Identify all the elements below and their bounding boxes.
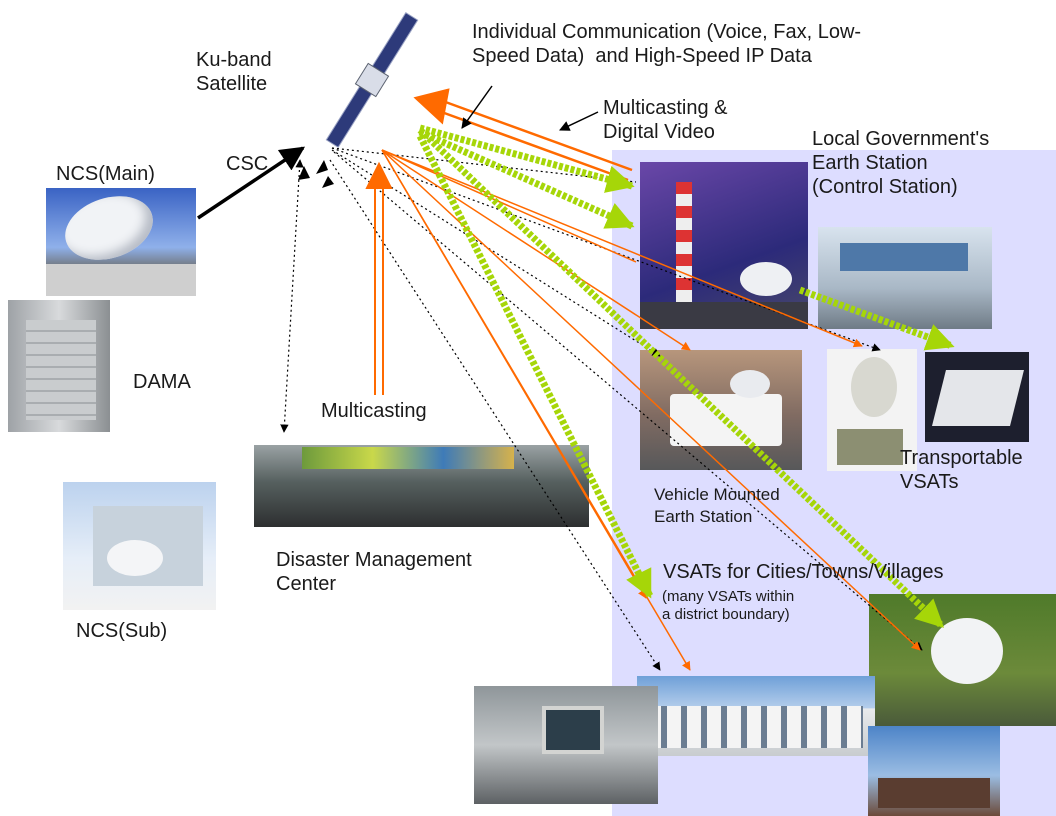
ncs-main-label: NCS(Main) — [56, 163, 155, 185]
control-to-satellite-arrow — [413, 88, 633, 182]
dama-label: DAMA — [133, 371, 191, 393]
csc-label: CSC — [226, 153, 269, 175]
control-station-tower-photo — [640, 162, 808, 329]
local-government-label: Local Government's Earth Station (Contro… — [812, 128, 990, 198]
disaster-center-photo — [254, 445, 589, 527]
ncs-sub-building-photo — [63, 482, 216, 610]
green-links — [416, 124, 955, 629]
ncs-sub-label: NCS(Sub) — [76, 620, 168, 642]
multicasting-label: Multicasting — [321, 400, 427, 422]
dama-equipment-photo — [8, 300, 110, 432]
transportable-vsats-label: Transportable VSATs — [900, 447, 1023, 493]
town-office-building-photo — [637, 676, 875, 756]
satellite-arrowheads — [298, 160, 334, 188]
vsats-cities-label: VSATs for Cities/Towns/Villages — [663, 561, 944, 583]
village-building-photo — [868, 726, 1000, 816]
multicast-video-pointer — [559, 111, 599, 131]
individual-comm-label: Individual Communication (Voice, Fax, Lo… — [472, 21, 862, 67]
ncs-main-dish-photo — [46, 188, 196, 296]
vsat-dish-forest-photo — [869, 594, 1056, 726]
vehicle-station-label: Vehicle Mounted Earth Station — [654, 485, 780, 526]
individual-comm-pointer — [461, 85, 493, 129]
disaster-center-label: Disaster Management Center — [276, 549, 472, 595]
multicasting-arrow — [365, 161, 393, 395]
vehicle-station-photo — [640, 350, 802, 470]
transportable-vsat-photo-1 — [827, 349, 917, 471]
control-room-photo — [818, 227, 992, 329]
satellite-icon — [325, 11, 419, 149]
multicasting-video-label: Multicasting & Digital Video — [603, 97, 728, 143]
vsats-note-label: (many VSATs within a district boundary) — [662, 588, 795, 623]
satellite-label: Ku-band Satellite — [196, 49, 272, 95]
transportable-vsat-photo-2 — [925, 352, 1029, 442]
office-computers-photo — [474, 686, 658, 804]
